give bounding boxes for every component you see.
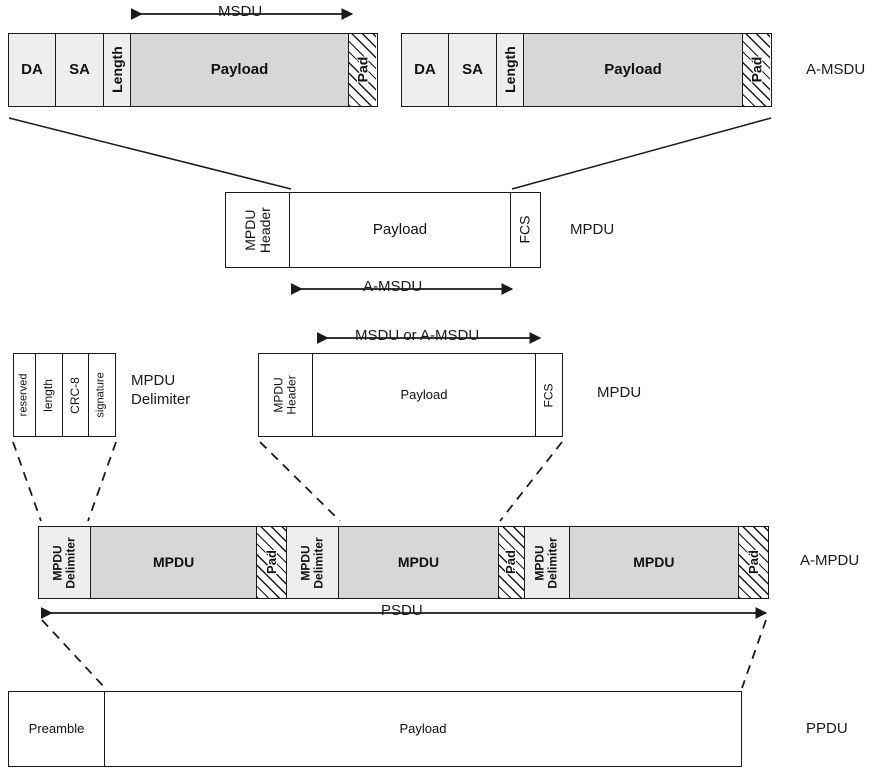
mpdu-top-field-fcs-label: FCS xyxy=(516,215,533,244)
dimension-label-msdu: MSDU xyxy=(215,3,266,20)
mpdu-mid-field-fcs: FCS xyxy=(536,354,562,436)
row-caption-mpdu-mid: MPDU xyxy=(597,384,642,401)
delimiter-field-length-label: length xyxy=(41,378,56,412)
dimension-label-psdu: PSDU xyxy=(378,602,426,619)
amsdu-1-field-payload: Payload xyxy=(131,34,349,106)
mpdu-mid-field-payload-label: Payload xyxy=(400,386,448,402)
ampdu-field-pad-1: Pad xyxy=(257,527,288,598)
connector-mpdu-to-ampdu xyxy=(259,441,563,522)
connector-ampdu-to-ppdu xyxy=(41,619,767,689)
ppdu-field-payload: Payload xyxy=(105,692,741,766)
ampdu-field-mpdu-1-label: MPDU xyxy=(153,553,195,570)
mpdu-top-field-payload: Payload xyxy=(290,193,511,267)
amsdu-2-field-payload: Payload xyxy=(524,34,743,106)
amsdu-subframe-1: DA SA Length Payload Pad xyxy=(8,33,378,107)
delimiter-field-crc8: CRC-8 xyxy=(63,354,89,436)
amsdu-1-field-length: Length xyxy=(104,34,131,106)
ampdu-field-pad-1-label: Pad xyxy=(263,550,279,575)
ampdu-field-pad-2: Pad xyxy=(498,527,525,598)
connector-amsdu-to-mpdu xyxy=(8,117,772,190)
connector-delimiter-to-ampdu xyxy=(12,441,117,522)
ampdu-field-pad-3-label: Pad xyxy=(745,550,761,575)
delimiter-field-signature-label: signature xyxy=(94,372,107,418)
amsdu-1-field-pad: Pad xyxy=(349,34,376,106)
ampdu-field-mpdu-2-label: MPDU xyxy=(397,553,440,570)
amsdu-2-field-da: DA xyxy=(402,34,449,106)
ampdu-field-pad-2-label: Pad xyxy=(503,550,519,575)
ampdu-field-mpdu-1: MPDU xyxy=(90,527,258,598)
ampdu-field-mpdu-3-label: MPDU xyxy=(633,553,675,570)
mpdu-delimiter-frame: reserved length CRC-8 signature xyxy=(13,353,116,437)
amsdu-2-field-payload-label: Payload xyxy=(604,60,662,78)
amsdu-1-field-sa: SA xyxy=(56,34,104,106)
ppdu-field-preamble: Preamble xyxy=(9,692,105,766)
delimiter-field-crc8-label: CRC-8 xyxy=(67,376,82,414)
amsdu-1-field-payload-label: Payload xyxy=(210,60,269,78)
amsdu-1-field-sa-label: SA xyxy=(69,60,90,78)
amsdu-subframe-2: DA SA Length Payload Pad xyxy=(401,33,772,107)
ppdu-frame: Preamble Payload xyxy=(8,691,742,767)
dimension-label-msdu-or-amsdu: MSDU or A-MSDU xyxy=(352,327,483,344)
mpdu-top-field-payload-label: Payload xyxy=(372,220,428,238)
delimiter-field-reserved: reserved xyxy=(14,354,36,436)
delimiter-field-reserved-label: reserved xyxy=(17,373,30,417)
delimiter-field-signature: signature xyxy=(88,354,115,436)
dimension-label-amsdu: A-MSDU xyxy=(360,278,426,295)
amsdu-2-field-sa-label: SA xyxy=(462,60,483,78)
mpdu-mid-field-payload: Payload xyxy=(313,354,536,436)
amsdu-1-field-length-label: Length xyxy=(108,46,125,94)
mpdu-mid-field-fcs-label: FCS xyxy=(541,382,556,407)
amsdu-2-field-pad-label: Pad xyxy=(747,57,764,83)
amsdu-1-field-da-label: DA xyxy=(21,60,43,78)
amsdu-1-field-da: DA xyxy=(9,34,56,106)
ampdu-field-mpdu-3: MPDU xyxy=(569,527,740,598)
amsdu-2-field-sa: SA xyxy=(449,34,497,106)
ampdu-field-pad-3: Pad xyxy=(739,527,769,598)
ampdu-field-mpdu-2: MPDU xyxy=(339,527,499,598)
amsdu-2-field-da-label: DA xyxy=(414,60,436,78)
ppdu-field-payload-label: Payload xyxy=(399,720,447,736)
amsdu-2-field-length: Length xyxy=(497,34,524,106)
amsdu-1-field-pad-label: Pad xyxy=(353,57,370,83)
amsdu-2-field-pad: Pad xyxy=(743,34,770,106)
row-caption-ampdu: A-MPDU xyxy=(800,552,860,569)
amsdu-2-field-length-label: Length xyxy=(501,46,518,94)
ppdu-field-preamble-label: Preamble xyxy=(28,720,85,736)
row-caption-mpdu-top: MPDU xyxy=(570,221,615,238)
mpdu-top-field-fcs: FCS xyxy=(511,193,539,267)
delimiter-field-length: length xyxy=(35,354,64,436)
row-caption-ppdu: PPDU xyxy=(806,720,848,737)
row-caption-amsdu: A-MSDU xyxy=(806,61,866,78)
